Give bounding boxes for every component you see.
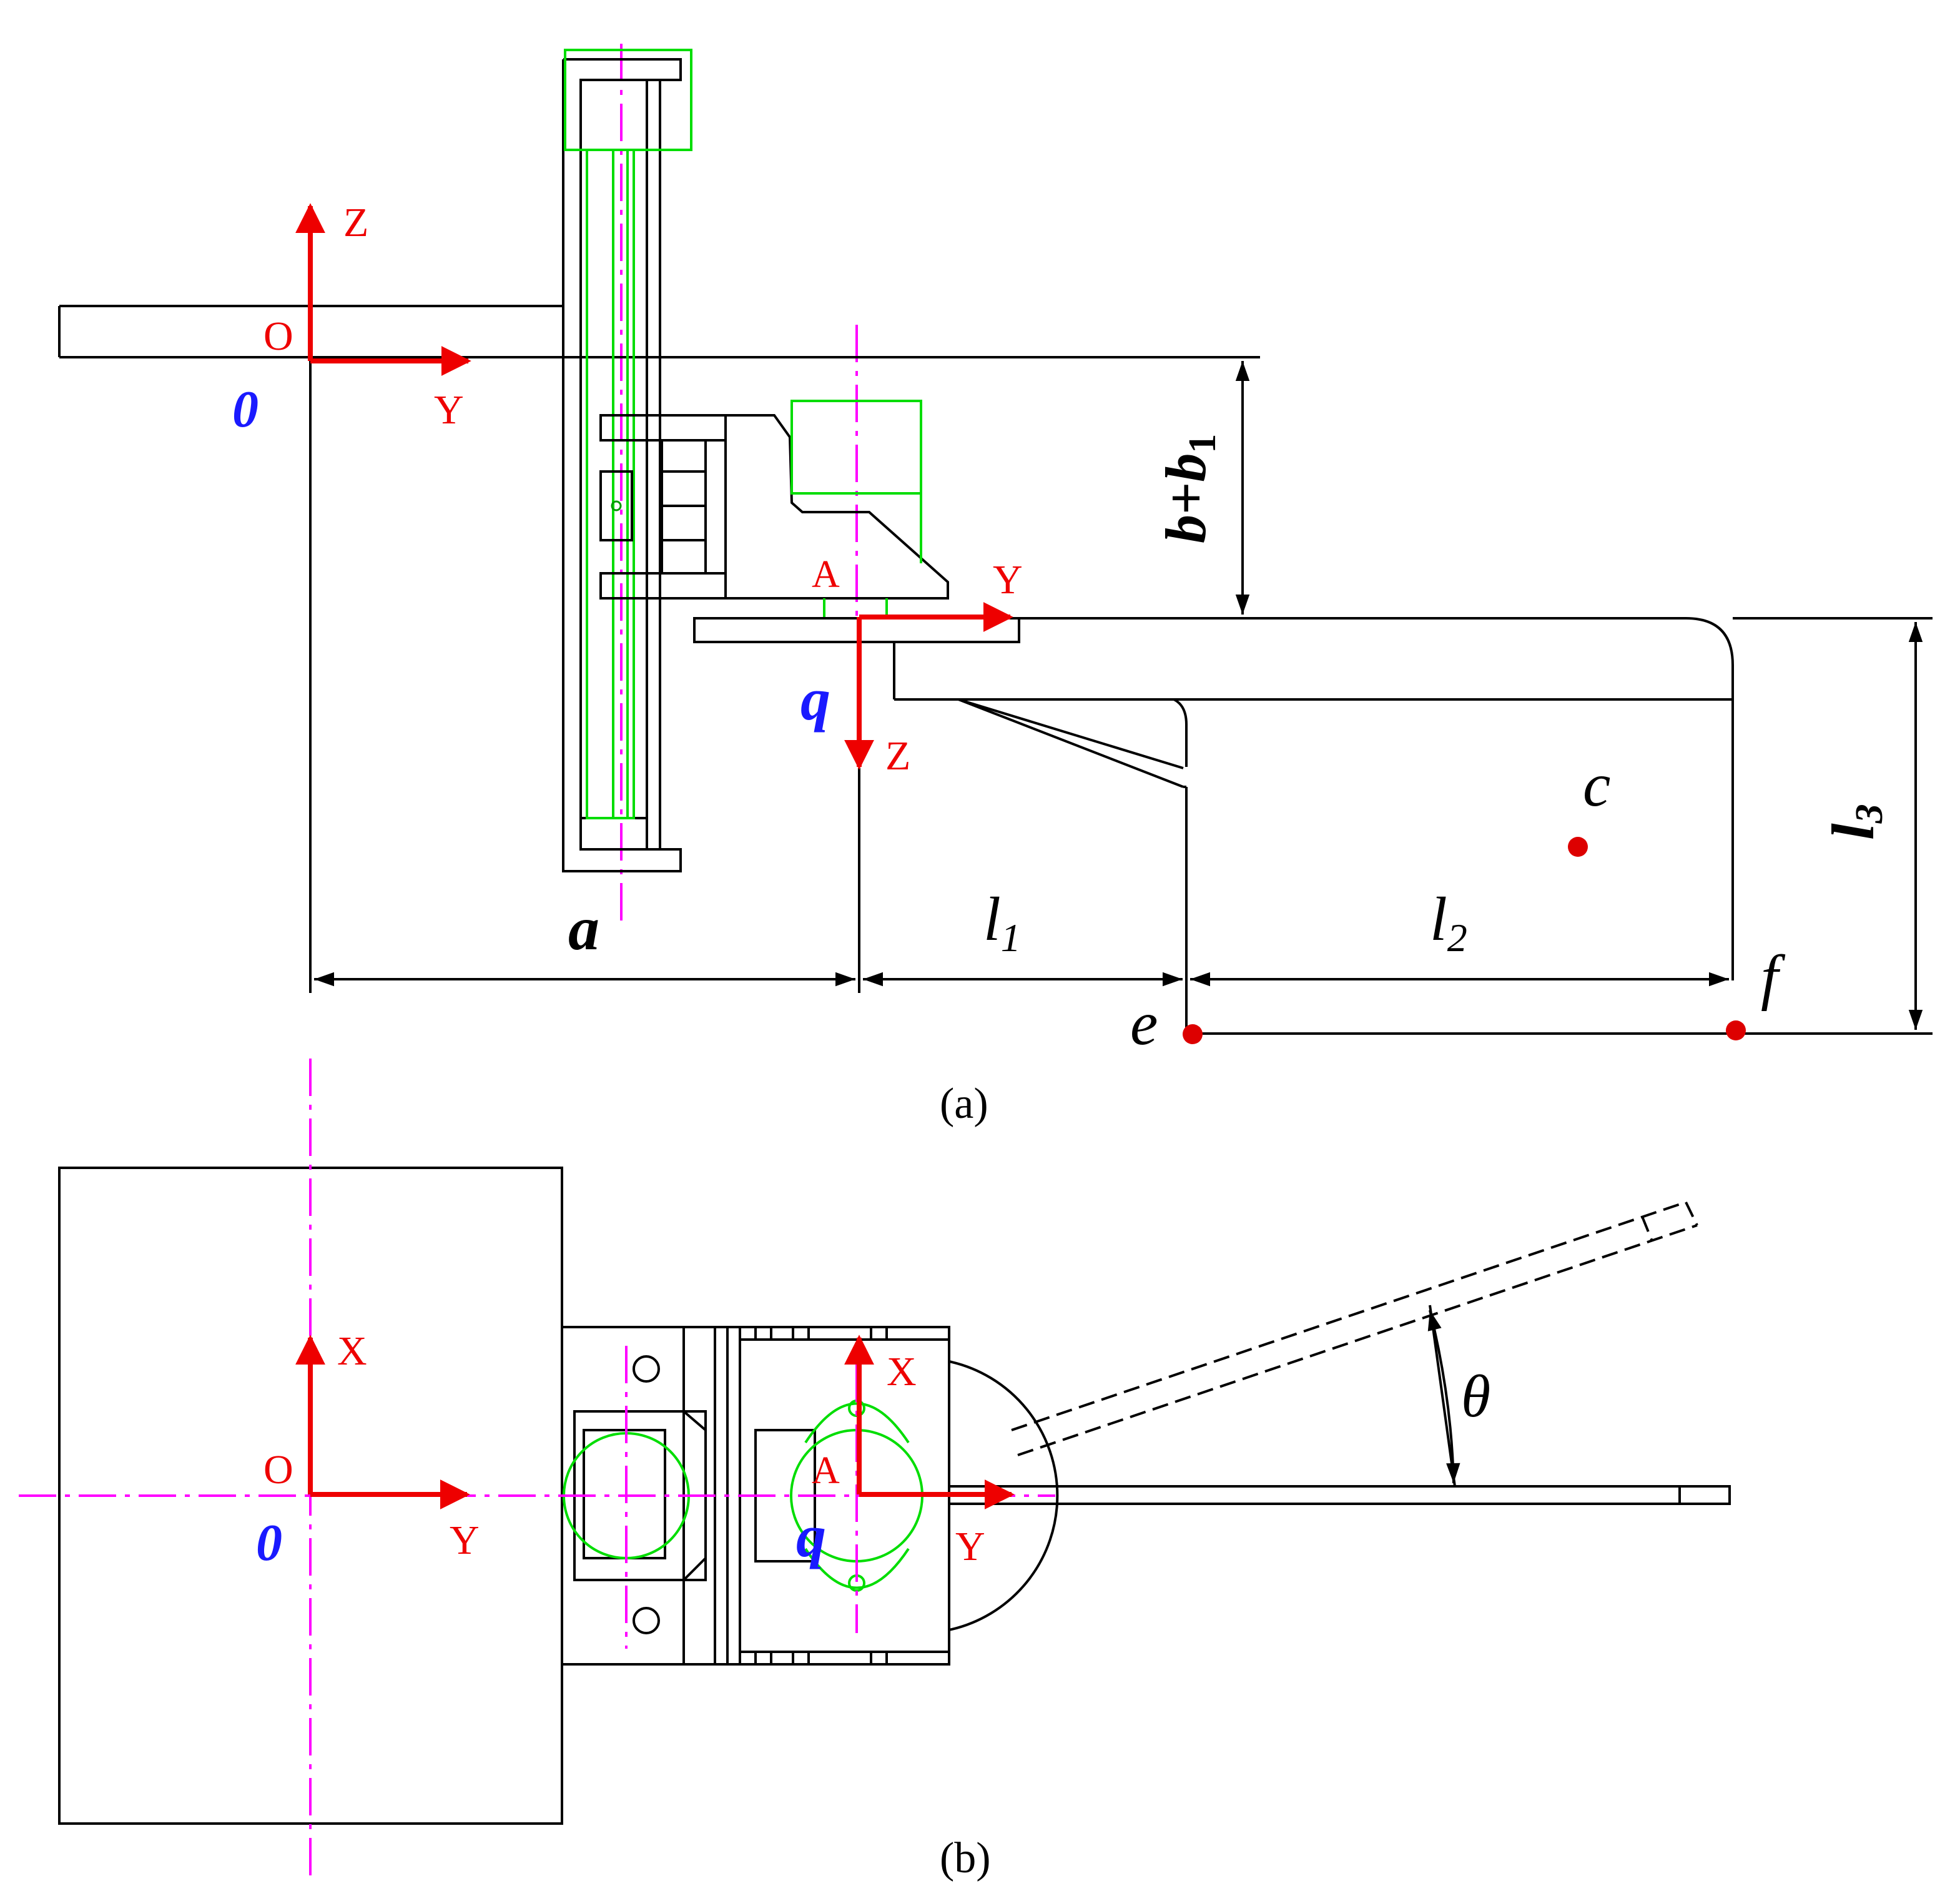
frame-A-a-y-label: Y xyxy=(993,557,1023,603)
point-c-marker xyxy=(1568,837,1588,857)
dim-l3-label: l3 xyxy=(1820,804,1891,840)
dim-l3-l: l xyxy=(1820,823,1886,840)
point-f-label: f xyxy=(1761,942,1786,1012)
frame-A-b-origin-label: A xyxy=(812,1449,840,1492)
point-e-label: e xyxy=(1130,989,1158,1058)
frame-O-a-z-label: Z xyxy=(343,200,368,245)
dim-b1-sub: 1 xyxy=(1181,434,1224,453)
angle-arc xyxy=(1427,1310,1460,1484)
frame-O-b-x-label: X xyxy=(337,1328,367,1374)
frame-O-b-origin-label: O xyxy=(263,1447,293,1493)
frame-A-b xyxy=(844,1335,1015,1509)
column-rail-green xyxy=(564,49,692,819)
arm-body xyxy=(693,617,1933,1035)
dim-l3-sub: 3 xyxy=(1848,804,1891,824)
frame-O-a-name: 0 xyxy=(232,380,259,438)
point-f-marker xyxy=(1726,1020,1746,1040)
panel-b-centerlines xyxy=(19,1059,1055,1880)
angle-extension-line xyxy=(1429,1305,1456,1487)
bolt-hole xyxy=(611,500,622,511)
frame-A-b-name: q xyxy=(796,1503,826,1569)
dim-b-b1-label: b+b1 xyxy=(1154,434,1224,543)
frame-O-b xyxy=(295,1335,470,1509)
panel-a-caption: (a) xyxy=(940,1080,988,1128)
frame-A-a-z-label: Z xyxy=(885,733,910,779)
dim-l1-sub: 1 xyxy=(1001,916,1021,960)
frame-A-b-y-label: Y xyxy=(955,1524,985,1569)
frame-A-a xyxy=(844,602,1013,770)
arm-rotated-dashed xyxy=(1011,1201,1698,1456)
dim-plus: + xyxy=(1154,482,1218,515)
dim-a-label: a xyxy=(568,894,599,963)
frame-O-b-name: 0 xyxy=(256,1514,282,1572)
dim-l2-sub: 2 xyxy=(1447,916,1467,960)
dim-b1: b xyxy=(1154,453,1218,482)
frame-O-a-origin-label: O xyxy=(263,314,293,359)
frame-O-b-y-label: Y xyxy=(450,1518,480,1563)
frame-A-b-x-label: X xyxy=(887,1349,917,1395)
dim-l1-l: l xyxy=(983,884,1001,954)
carriage xyxy=(599,414,949,600)
dim-l1-label: l1 xyxy=(983,884,1021,960)
dim-l2-label: l2 xyxy=(1430,884,1467,960)
panel-b-caption: (b) xyxy=(940,1834,991,1882)
angle-theta-label: θ xyxy=(1461,1363,1490,1429)
dim-l2-l: l xyxy=(1430,884,1447,954)
panel-b: X O Y 0 X A Y q θ (b) xyxy=(19,1059,1731,1882)
dimensions-a xyxy=(314,361,1923,1030)
frame-O-a xyxy=(295,203,471,376)
frame-A-a-name: q xyxy=(800,666,830,733)
point-e-marker xyxy=(1183,1024,1203,1044)
panel-a: Z O Y 0 A Y Z q b+b1 l3 a l1 l2 c e f (a… xyxy=(58,44,1933,1128)
panel-a-centerlines xyxy=(620,44,858,924)
frame-A-a-origin-label: A xyxy=(812,553,840,596)
arm-straight xyxy=(948,1485,1731,1505)
motor-green xyxy=(790,400,922,618)
dim-b: b xyxy=(1154,515,1218,543)
point-c-label: c xyxy=(1583,750,1610,819)
frame-O-a-y-label: Y xyxy=(434,387,464,433)
